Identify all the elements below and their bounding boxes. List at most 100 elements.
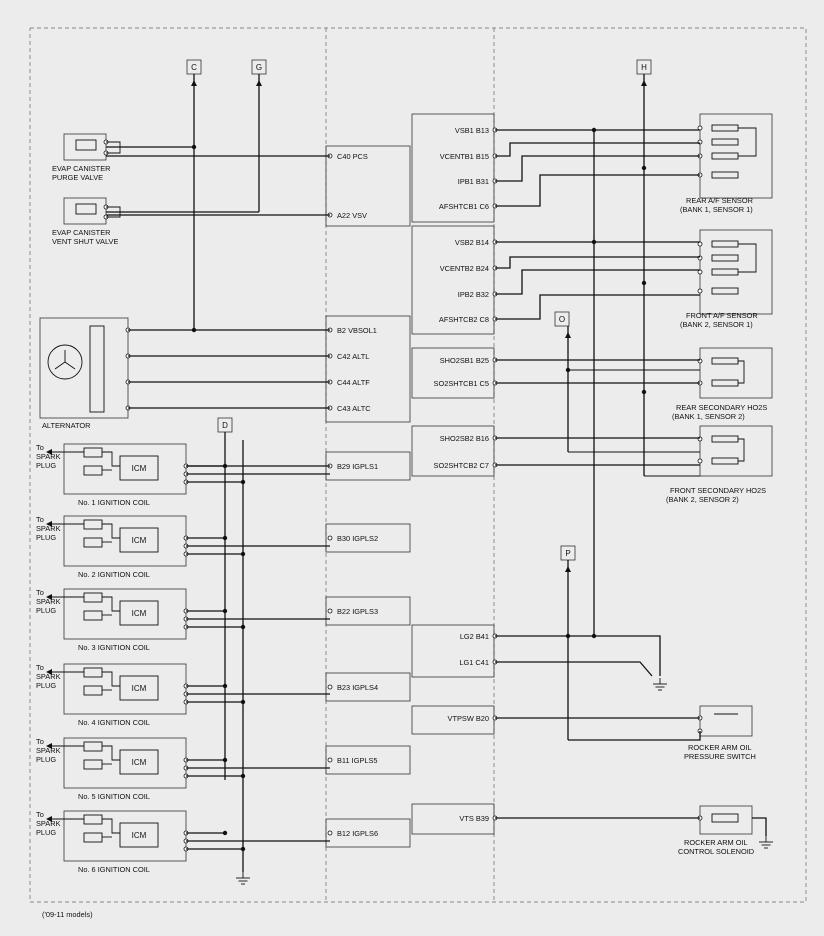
arrow-up-icon (641, 80, 647, 86)
wire (568, 731, 701, 741)
coil-winding-icon (83, 667, 103, 678)
heater-icon (711, 254, 739, 262)
ecm-pin-b39: VTS B39 (459, 814, 489, 823)
wire (102, 451, 120, 467)
alternator-icon (64, 361, 76, 370)
ecm-block-ig3 (325, 596, 411, 626)
wire (495, 269, 700, 295)
icm-label: ICM (132, 831, 147, 840)
junction-dot (240, 624, 246, 630)
ecm-pin-b32: IPB2 B32 (458, 290, 489, 299)
connector-h-label: H (641, 63, 647, 72)
evap-vent-valve (63, 197, 107, 225)
junction-dot (240, 699, 246, 705)
ecm-pin-b25: SHO2SB1 B25 (440, 356, 489, 365)
ignition-coil-5 (63, 737, 187, 789)
ecm-pin-b24: VCENTB2 B24 (440, 264, 489, 273)
rear-af-label: (BANK 1, SENSOR 1) (680, 205, 753, 214)
arrow-left-icon (46, 669, 52, 675)
wire (102, 523, 120, 539)
coil-winding-icon (83, 685, 103, 696)
connector-p-label: P (565, 549, 570, 558)
icm-label: ICM (132, 536, 147, 545)
alternator-icon (47, 344, 83, 380)
solenoid-coil-icon (75, 139, 97, 151)
junction-dot (191, 327, 197, 333)
wire (495, 661, 653, 677)
junction-dot (240, 773, 246, 779)
arrow-left-icon (46, 594, 52, 600)
solenoid-coil-icon (711, 813, 739, 823)
wire (495, 294, 700, 320)
arrow-left-icon (46, 743, 52, 749)
front-af-label: (BANK 2, SENSOR 1) (680, 320, 753, 329)
outer-border (29, 27, 807, 903)
ecm-pin-c7: SO2SHTCB2 C7 (434, 461, 489, 470)
plug-label: PLUG (36, 755, 56, 764)
spark-label: SPARK (36, 452, 61, 461)
icm-label: ICM (132, 758, 147, 767)
terminal-pin (327, 757, 333, 763)
wire (102, 671, 120, 687)
ecm-pin-b12: B12 IGPLS6 (337, 829, 378, 838)
ecm-pin-b15: VCENTB1 B15 (440, 152, 489, 161)
arrow-left-icon (46, 816, 52, 822)
terminal-pin (327, 830, 333, 836)
ecm-pin-c44: C44 ALTF (337, 378, 370, 387)
wire (495, 142, 700, 157)
ecm-block-alt (325, 315, 411, 423)
to-label: To (36, 588, 44, 597)
rocker-arm-oil-control-solenoid (699, 805, 753, 835)
oil-switch-label: ROCKER ARM OIL (688, 743, 752, 752)
to-label: To (36, 663, 44, 672)
connector-g-label: G (256, 63, 262, 72)
wire (102, 818, 120, 834)
ecm-block-lg (411, 624, 495, 678)
icm-box (119, 749, 159, 775)
front-secondary-ho2s (699, 425, 773, 477)
arrow-up-icon (565, 566, 571, 572)
plug-label: PLUG (36, 606, 56, 615)
terminal-pin (327, 535, 333, 541)
ecm-pin-b41: LG2 B41 (460, 632, 489, 641)
spark-label: SPARK (36, 746, 61, 755)
arrow-up-icon (191, 80, 197, 86)
ecm-block-af-b1 (411, 113, 495, 223)
ecm-pin-c41: LG1 C41 (459, 658, 489, 667)
junction-dot (240, 479, 246, 485)
terminal-pin (697, 288, 703, 294)
wire (738, 243, 757, 273)
coil-winding-icon (83, 519, 103, 530)
ecm-pin-c43: C43 ALTC (337, 404, 371, 413)
heater-icon (711, 138, 739, 146)
ignition-coil-1 (63, 443, 187, 495)
heater-icon (711, 268, 739, 276)
ecm-pin-b30: B30 IGPLS2 (337, 534, 378, 543)
ignition-coil-6 (63, 810, 187, 862)
spark-label: SPARK (36, 819, 61, 828)
rocker-arm-oil-pressure-switch (699, 705, 753, 737)
oil-solenoid-label: ROCKER ARM OIL (684, 838, 748, 847)
wire (738, 438, 745, 462)
alternator (39, 317, 129, 419)
connector-d-label: D (222, 421, 228, 430)
heater-icon (711, 457, 739, 465)
arrow-left-icon (46, 449, 52, 455)
ignition-coil-4 (63, 663, 187, 715)
ecm-block-ho2s-b2 (411, 425, 495, 477)
oil-switch-label: PRESSURE SWITCH (684, 752, 756, 761)
to-label: To (36, 810, 44, 819)
connector-c-label: C (191, 63, 197, 72)
ecm-block-ig5 (325, 745, 411, 775)
heater-icon (711, 240, 739, 248)
spark-label: SPARK (36, 597, 61, 606)
ecm-pin-c8: AFSHTCB2 C8 (439, 315, 489, 324)
ecm-pin-b14: VSB2 B14 (455, 238, 489, 247)
ecm-pin-a22: A22 VSV (337, 211, 367, 220)
coil-winding-icon (83, 610, 103, 621)
terminal-pin (327, 684, 333, 690)
evap-vent-label: EVAP CANISTER (52, 228, 110, 237)
junction-dot (240, 551, 246, 557)
front-ho2s-label: FRONT SECONDARY HO2S (670, 486, 766, 495)
ecm-pin-b16: SHO2SB2 B16 (440, 434, 489, 443)
